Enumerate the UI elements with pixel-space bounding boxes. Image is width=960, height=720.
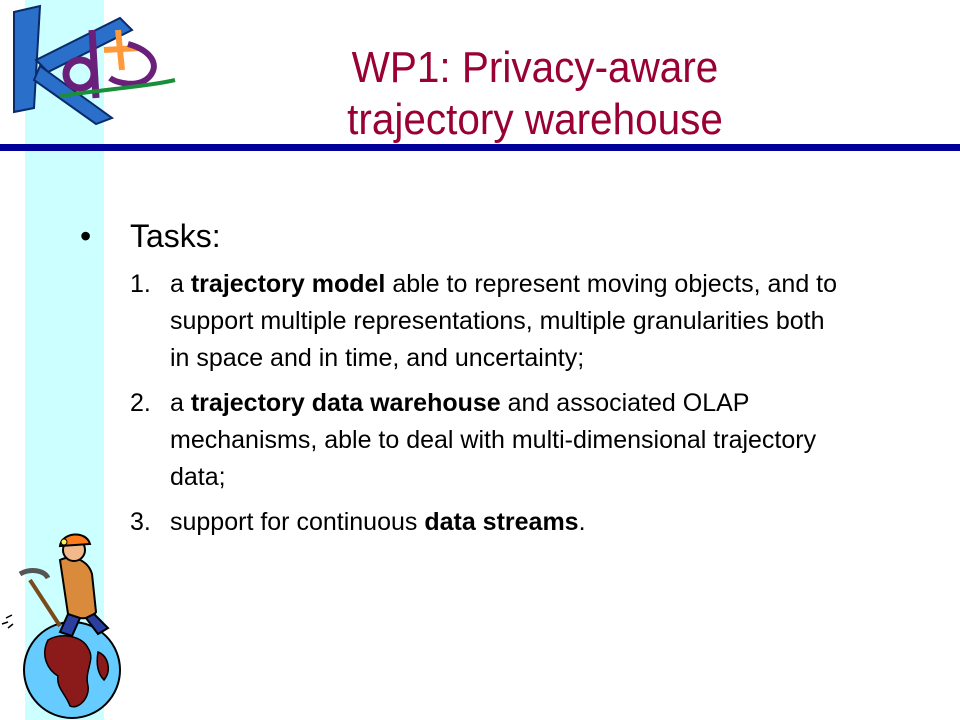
task-text: able to represent moving objects, and to… [170,270,838,372]
task-text-bold: trajectory data warehouse [190,389,501,417]
task-text: a [170,389,191,417]
kdd-lab-logo-icon [13,4,176,126]
task-text: and associated OLAP mechanisms, able to … [170,389,817,491]
task-text: . [578,508,586,536]
task-text-bold: data streams [424,508,579,536]
task-text-bold: trajectory model [190,270,386,298]
task-number: 1. [130,270,151,298]
task-item-1: 1. a trajectory model able to represent … [130,266,850,377]
bullet-dot: • [80,218,92,254]
task-text: support for continuous [170,508,425,536]
task-list: 1. a trajectory model able to represent … [130,266,850,549]
task-text: a [170,270,191,298]
task-number: 2. [130,389,151,417]
slide-title: WP1: Privacy-aware trajectory warehouse [218,42,853,146]
title-rule [0,144,960,151]
task-item-2: 2. a trajectory data warehouse and assoc… [130,385,850,496]
task-item-3: 3. support for continuous data streams. [130,504,850,541]
task-number: 3. [130,508,151,536]
title-line-1: WP1: Privacy-aware [351,43,719,92]
title-line-2: trajectory warehouse [347,95,723,144]
bullet-label: Tasks: [130,218,221,254]
miner-on-globe-clipart-icon [1,533,121,719]
